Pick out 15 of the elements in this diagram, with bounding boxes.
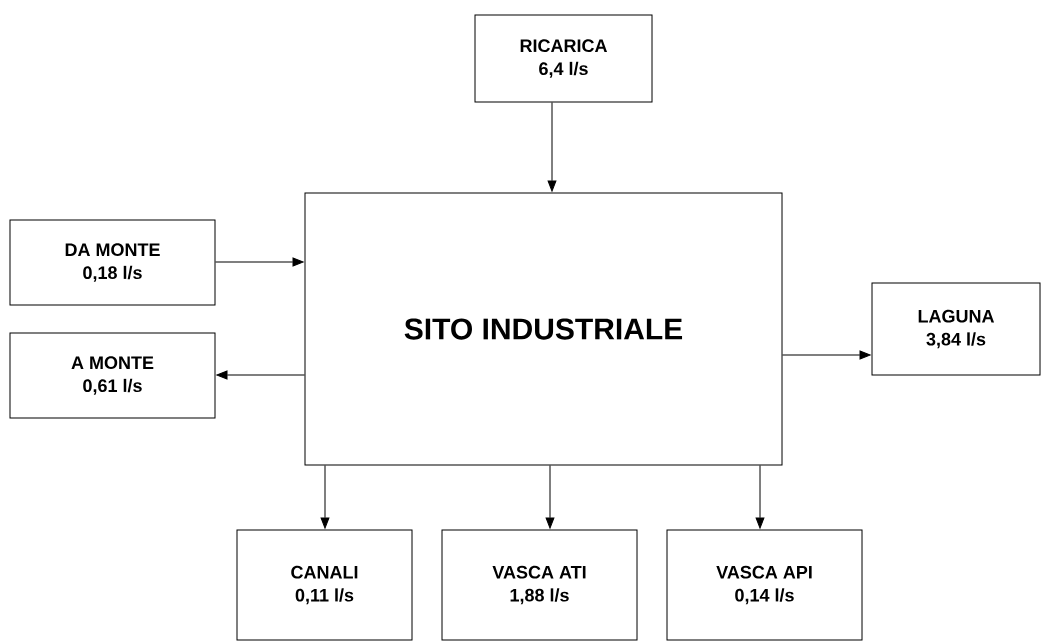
main-box: SITO INDUSTRIALE bbox=[304, 192, 783, 466]
arrow bbox=[547, 102, 557, 192]
flow-box: VASCA ATI 1,88 l/s bbox=[441, 529, 638, 641]
arrow bbox=[755, 465, 765, 529]
flow-box: A MONTE 0,61 l/s bbox=[9, 332, 216, 419]
flow-box: DA MONTE 0,18 l/s bbox=[9, 219, 216, 306]
arrow bbox=[545, 465, 555, 529]
flow-box: VASCA API 0,14 l/s bbox=[666, 529, 863, 641]
arrow bbox=[782, 350, 871, 360]
flow-box: LAGUNA 3,84 l/s bbox=[871, 282, 1041, 376]
arrow bbox=[320, 465, 330, 529]
flow-box: RICARICA 6,4 l/s bbox=[474, 14, 653, 103]
arrow bbox=[215, 257, 304, 267]
flow-box: CANALI 0,11 l/s bbox=[236, 529, 413, 641]
arrow bbox=[216, 370, 305, 380]
